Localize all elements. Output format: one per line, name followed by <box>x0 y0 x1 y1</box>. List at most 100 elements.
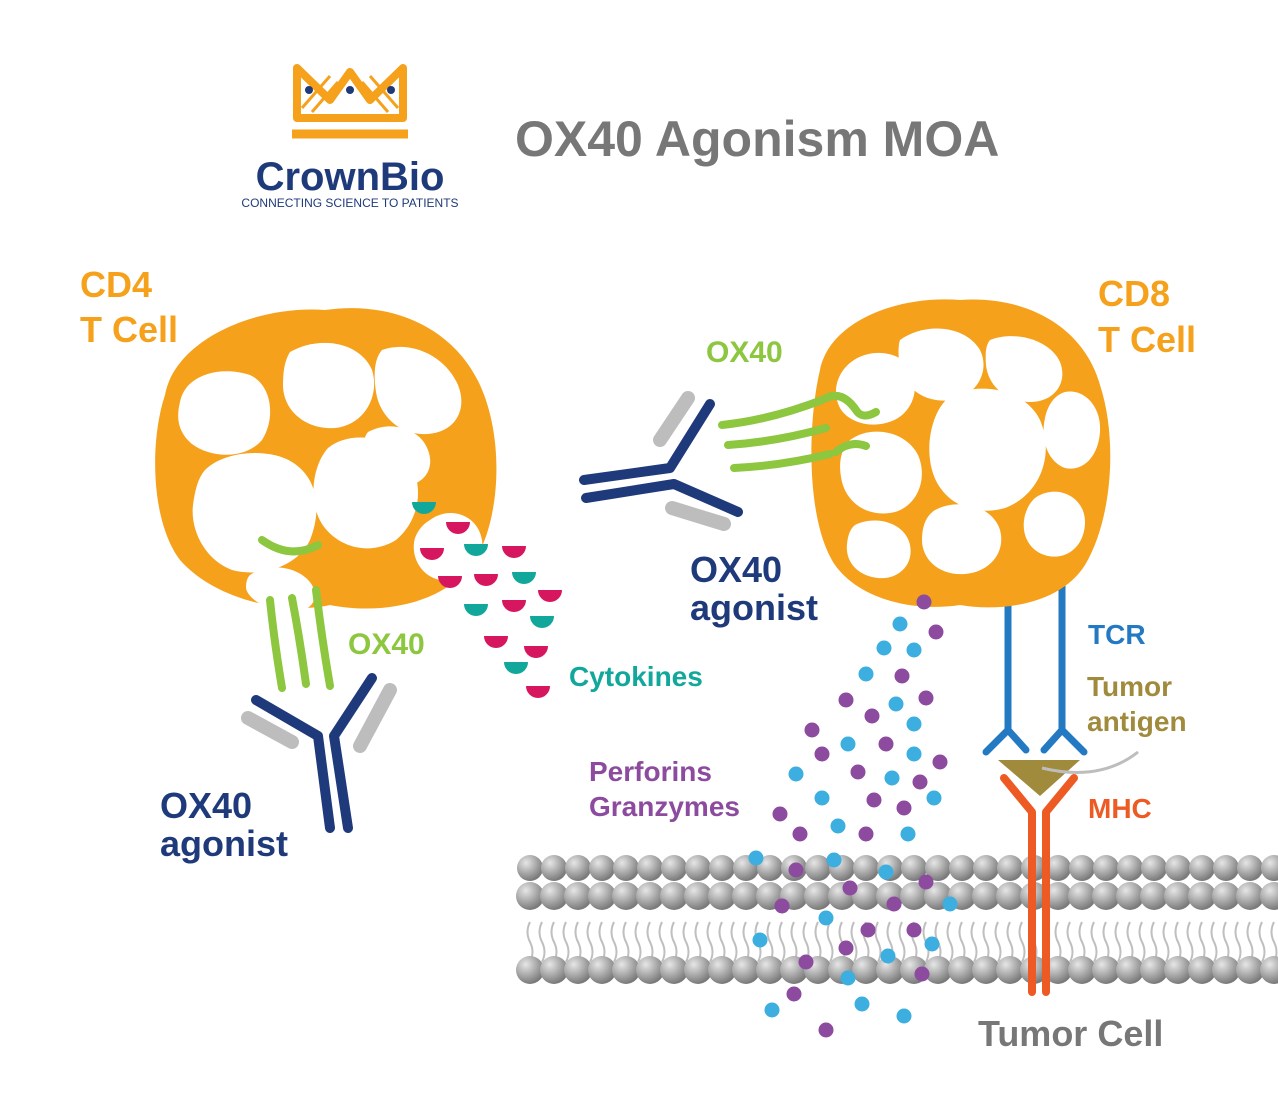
lipid-tail <box>946 921 954 963</box>
agonist-left-line2: agonist <box>160 823 288 864</box>
lipid-tail <box>730 921 738 963</box>
lipid-head <box>709 855 735 881</box>
granzyme-dot <box>926 790 942 806</box>
perforin-dot <box>850 764 866 780</box>
lipid-head <box>1237 855 1263 881</box>
lipid-tail <box>1210 921 1218 963</box>
ox40-label-left: OX40 <box>348 628 425 661</box>
membrane-bottom-row <box>516 956 1278 984</box>
lipid-head <box>1164 956 1192 984</box>
granzyme-dot <box>748 850 764 866</box>
lipid-head <box>588 882 616 910</box>
granzyme-dot <box>942 896 958 912</box>
perforin-dot <box>918 690 934 706</box>
lipid-tail <box>826 921 834 963</box>
lipid-head <box>564 956 592 984</box>
perforin-dot <box>858 826 874 842</box>
agonist-right-line1: OX40 <box>690 549 782 590</box>
granzyme-dot <box>840 970 856 986</box>
lipid-tail <box>1162 921 1170 963</box>
lipid-head <box>900 882 928 910</box>
granzyme-dot <box>880 948 896 964</box>
perforin-dot <box>906 922 922 938</box>
perforin-dot <box>774 898 790 914</box>
perforin-dot <box>918 874 934 890</box>
lipid-head <box>540 882 568 910</box>
cytokine-pink <box>438 576 462 588</box>
lipid-head <box>636 882 664 910</box>
lipid-head <box>661 855 687 881</box>
perforin-dot <box>866 792 882 808</box>
cytokine-pink <box>446 522 470 534</box>
lipid-head <box>1188 882 1216 910</box>
cytokine-pink <box>538 590 562 602</box>
cd8-label: CD8 T Cell <box>1098 273 1196 360</box>
perforin-dot <box>894 668 910 684</box>
perforins-granzymes-label: Perforins Granzymes <box>589 756 740 822</box>
lipid-head <box>949 855 975 881</box>
perforin-dot <box>864 708 880 724</box>
cytokine-pink <box>474 574 498 586</box>
cd8-label-line1: CD8 <box>1098 273 1170 314</box>
cytokine-teal <box>464 604 488 616</box>
granzyme-dot <box>840 736 856 752</box>
membrane-top-row-back <box>517 855 1278 881</box>
cd4-label-line2: T Cell <box>80 309 178 350</box>
lipid-head <box>1044 882 1072 910</box>
perforin-dot <box>912 774 928 790</box>
lipid-head <box>1261 855 1278 881</box>
lipid-head <box>973 855 999 881</box>
logo-tagline: CONNECTING SCIENCE TO PATIENTS <box>241 196 458 210</box>
lipid-head <box>1189 855 1215 881</box>
lipid-tail <box>1186 921 1194 963</box>
tumor-antigen-label: Tumor antigen <box>1087 671 1187 737</box>
membrane-tails <box>526 921 1278 963</box>
lipid-head <box>1116 882 1144 910</box>
lipid-head <box>996 882 1024 910</box>
lipid-tail <box>1138 921 1146 963</box>
tumor-cell-membrane <box>516 855 1278 984</box>
lipid-head <box>684 956 712 984</box>
cd8-t-cell <box>811 299 1111 608</box>
lipid-head <box>516 882 544 910</box>
granzyme-dot <box>788 766 804 782</box>
lipid-tail <box>778 921 786 963</box>
lipid-head <box>636 956 664 984</box>
lipid-head <box>1093 855 1119 881</box>
lipid-head <box>1068 882 1096 910</box>
lipid-head <box>708 956 736 984</box>
tumor-cell-label: Tumor Cell <box>978 1013 1163 1054</box>
lipid-head <box>637 855 663 881</box>
granzyme-dot <box>818 910 834 926</box>
cd8-label-line2: T Cell <box>1098 319 1196 360</box>
lipid-tail <box>610 921 618 963</box>
lipid-head <box>1140 882 1168 910</box>
tumor-antigen <box>998 750 1139 796</box>
lipid-head <box>901 855 927 881</box>
lipid-head <box>1116 956 1144 984</box>
lipid-head <box>613 855 639 881</box>
cytokine-pink <box>484 636 508 648</box>
lipid-head <box>1236 956 1264 984</box>
lipid-head <box>1045 855 1071 881</box>
crownbio-logo: CrownBio CONNECTING SCIENCE TO PATIENTS <box>241 64 459 210</box>
lipid-head <box>997 855 1023 881</box>
lipid-head <box>684 882 712 910</box>
ox40-label-right: OX40 <box>706 336 783 369</box>
tcr-receptor <box>982 558 1088 756</box>
granzyme-dot <box>906 716 922 732</box>
granzymes-label: Granzymes <box>589 791 740 822</box>
lipid-head <box>852 882 880 910</box>
lipid-tail <box>586 921 594 963</box>
agonist-left-line1: OX40 <box>160 785 252 826</box>
lipid-tail <box>994 921 1002 963</box>
granzyme-dot <box>906 746 922 762</box>
perforins-granzymes-dots <box>748 594 958 1038</box>
lipid-head <box>1188 956 1216 984</box>
lipid-tail <box>1114 921 1122 963</box>
granzyme-dot <box>814 790 830 806</box>
lipid-head <box>852 956 880 984</box>
lipid-head <box>660 882 688 910</box>
